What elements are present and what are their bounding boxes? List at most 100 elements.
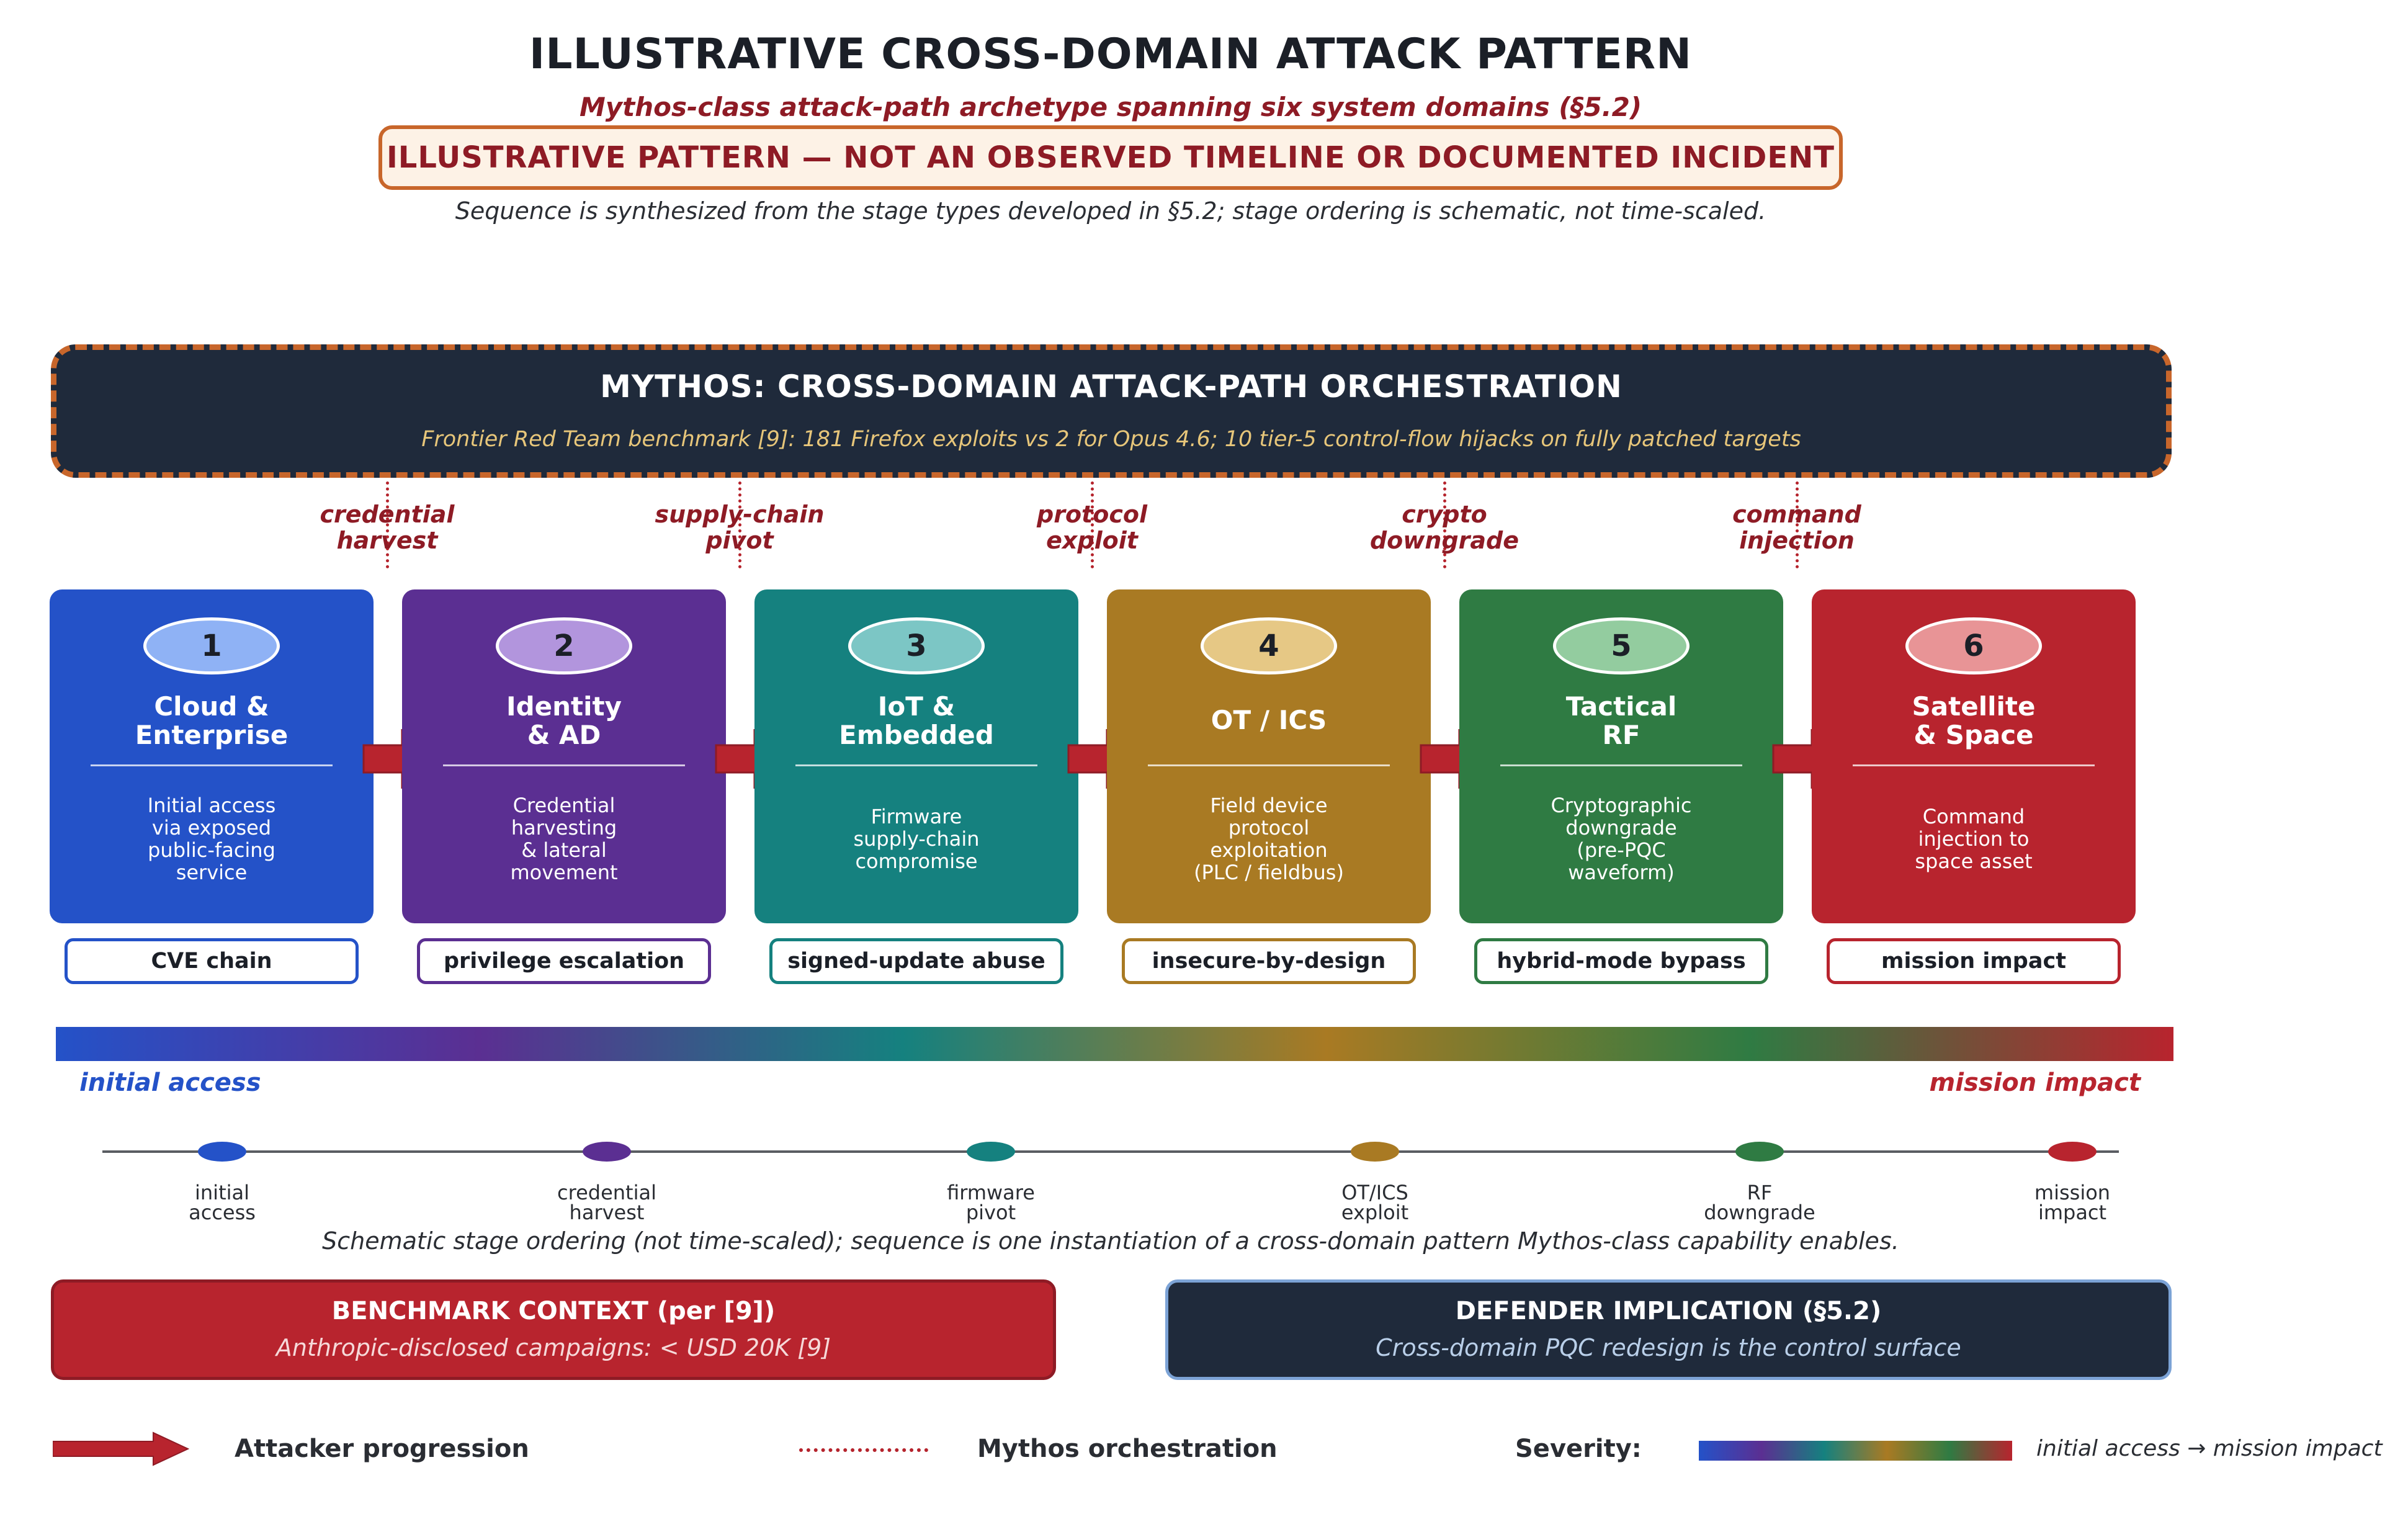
- stage-description: & lateral: [521, 838, 607, 862]
- pivot-connector: [386, 482, 389, 568]
- orchestration-title: MYTHOS: CROSS-DOMAIN ATTACK-PATH ORCHEST…: [600, 369, 1622, 405]
- benchmark-subtitle: Anthropic-disclosed campaigns: < USD 20K…: [275, 1334, 831, 1361]
- timeline-label: RF: [1747, 1181, 1773, 1204]
- pivot-label: pivot: [705, 527, 774, 554]
- defender-subtitle: Cross-domain PQC redesign is the control…: [1376, 1334, 1961, 1361]
- stage-tag: insecure-by-design: [1122, 938, 1416, 984]
- page-title: ILLUSTRATIVE CROSS-DOMAIN ATTACK PATTERN: [529, 30, 1693, 79]
- stage-divider: [443, 764, 685, 766]
- stage-number-badge: 2: [496, 617, 632, 674]
- pivot-label: supply-chain: [655, 501, 825, 528]
- stage-number-badge: 6: [1905, 617, 2042, 674]
- benchmark-title: BENCHMARK CONTEXT (per [9]): [331, 1297, 776, 1325]
- stage-description: via exposed: [151, 816, 272, 840]
- stage-description: service: [176, 861, 248, 884]
- stage-description: (pre-PQC: [1577, 838, 1666, 862]
- timeline-label: credential: [557, 1181, 656, 1204]
- timeline-dot: [583, 1142, 631, 1162]
- sequence-note: Sequence is synthesized from the stage t…: [455, 197, 1766, 225]
- stage-description: Command: [1922, 805, 2025, 828]
- timeline-label: exploit: [1341, 1201, 1409, 1224]
- stage-tag: privilege escalation: [417, 938, 711, 984]
- timeline-dot: [198, 1142, 246, 1162]
- stage-name: Satellite: [1912, 691, 2036, 722]
- legend-severity-label: Severity:: [1515, 1435, 1642, 1463]
- timeline-dot: [967, 1142, 1015, 1162]
- stage-name: Embedded: [839, 720, 994, 750]
- legend-severity-gradient: [1699, 1441, 2012, 1461]
- timeline-label: harvest: [569, 1201, 645, 1224]
- pivot-label: downgrade: [1369, 527, 1520, 554]
- stage-divider: [795, 764, 1037, 766]
- timeline-label: initial: [195, 1181, 249, 1204]
- timeline-dot: [2048, 1142, 2097, 1162]
- legend-severity-range: initial access → mission impact: [2036, 1436, 2383, 1461]
- pivot-label: crypto: [1402, 501, 1487, 528]
- timeline-axis: [102, 1150, 2119, 1153]
- stage-description: exploitation: [1210, 838, 1328, 862]
- timeline-label: access: [189, 1201, 256, 1224]
- stage-description: Cryptographic: [1551, 794, 1692, 817]
- orchestration-dotted-line-icon: [799, 1448, 928, 1452]
- timeline-label: pivot: [965, 1201, 1016, 1224]
- stage-description: protocol: [1228, 816, 1310, 840]
- severity-gradient-bar: [56, 1027, 2173, 1061]
- pivot-connector: [1443, 482, 1446, 568]
- disclaimer-banner: ILLUSTRATIVE PATTERN — NOT AN OBSERVED T…: [378, 125, 1843, 190]
- stage-description: Firmware: [871, 805, 962, 828]
- stage-divider: [91, 764, 333, 766]
- stage-tag: hybrid-mode bypass: [1474, 938, 1768, 984]
- orchestration-subtitle: Frontier Red Team benchmark [9]: 181 Fir…: [421, 427, 1801, 452]
- severity-end-label: mission impact: [1929, 1068, 2141, 1097]
- severity-start-label: initial access: [79, 1068, 261, 1097]
- stage-name: Tactical: [1565, 691, 1677, 722]
- pivot-connector: [1796, 482, 1799, 568]
- timeline-label: mission: [2034, 1181, 2111, 1204]
- pivot-label: protocol: [1037, 501, 1147, 528]
- timeline-label: impact: [2038, 1201, 2107, 1224]
- stage-name: Enterprise: [135, 720, 289, 750]
- stage-description: public-facing: [148, 838, 275, 862]
- stage-description: injection to: [1918, 827, 2030, 851]
- stage-name: IoT &: [877, 691, 956, 722]
- stage-divider: [1853, 764, 2095, 766]
- stage-number-badge: 5: [1553, 617, 1690, 674]
- stage-tag: signed-update abuse: [769, 938, 1063, 984]
- stage-description: compromise: [855, 849, 978, 873]
- legend-orchestration-label: Mythos orchestration: [977, 1435, 1278, 1463]
- timeline-label: firmware: [947, 1181, 1035, 1204]
- pivot-connector: [738, 482, 741, 568]
- timeline-label: downgrade: [1704, 1201, 1815, 1224]
- stage-number-badge: 1: [143, 617, 280, 674]
- pivot-connector: [1091, 482, 1094, 568]
- pivot-label: credential: [320, 501, 455, 528]
- stage-number-badge: 4: [1201, 617, 1337, 674]
- page-subtitle: Mythos-class attack-path archetype spann…: [579, 92, 1642, 122]
- benchmark-box: [51, 1279, 1056, 1380]
- stage-tag: mission impact: [1827, 938, 2121, 984]
- pivot-label: injection: [1739, 527, 1855, 554]
- stage-description: supply-chain: [853, 827, 980, 851]
- timeline-note: Schematic stage ordering (not time-scale…: [322, 1227, 1899, 1255]
- timeline-dot: [1351, 1142, 1399, 1162]
- stage-description: movement: [510, 861, 618, 884]
- timeline-dot: [1735, 1142, 1784, 1162]
- stage-name: RF: [1602, 720, 1640, 750]
- stage-name: OT / ICS: [1211, 705, 1327, 735]
- stage-description: (PLC / fieldbus): [1194, 861, 1344, 884]
- stage-name: Cloud &: [154, 691, 269, 722]
- stage-description: Initial access: [147, 794, 276, 817]
- stage-description: space asset: [1915, 849, 2033, 873]
- stage-description: downgrade: [1565, 816, 1677, 840]
- stage-description: Credential: [512, 794, 615, 817]
- stage-name: & Space: [1913, 720, 2034, 750]
- defender-title: DEFENDER IMPLICATION (§5.2): [1455, 1297, 1882, 1325]
- orchestration-bar: [51, 344, 2172, 478]
- stage-name: & AD: [527, 720, 601, 750]
- stage-description: waveform): [1568, 861, 1675, 884]
- timeline-label: OT/ICS: [1341, 1181, 1408, 1204]
- stage-divider: [1500, 764, 1742, 766]
- defender-box: [1165, 1279, 2172, 1380]
- stage-name: Identity: [506, 691, 622, 722]
- pivot-label: command: [1732, 501, 1861, 528]
